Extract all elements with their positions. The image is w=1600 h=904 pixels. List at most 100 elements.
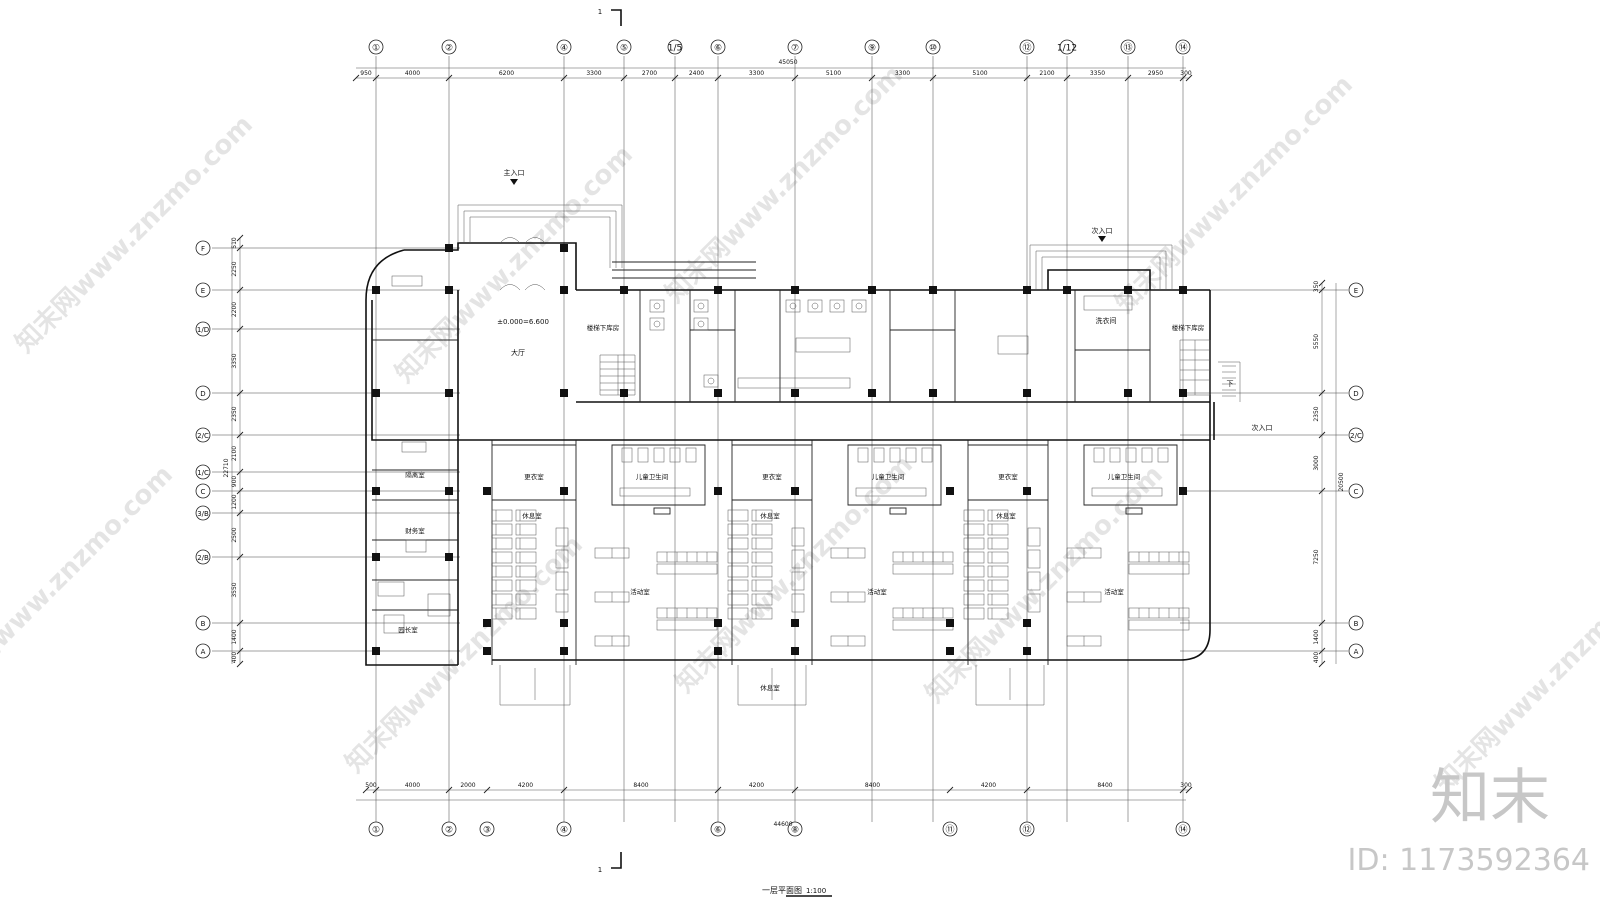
wash-basin-counter [1091, 487, 1163, 497]
axis-bubble-bottom [787, 821, 803, 837]
top-dim-label: 2400 [689, 70, 704, 77]
structural-column [560, 244, 568, 252]
side-entrance-steps [1218, 361, 1241, 402]
right-dim-label: 350 [1313, 281, 1320, 293]
top-dim-tick [1179, 74, 1187, 82]
activity-table [1128, 619, 1190, 631]
furniture-layer [377, 275, 1190, 647]
axis-bubble-left [195, 615, 211, 631]
axis-bubble-top [1019, 39, 1035, 55]
toilet-stall [637, 447, 649, 463]
axis-label-bottom: ⑪ [945, 825, 954, 836]
axis-label-bottom: ⑥ [714, 826, 722, 836]
top-total-dimension: 45050 [778, 59, 797, 66]
bottom-dim-label: 8400 [865, 782, 880, 789]
bed [751, 523, 773, 536]
kitchen-counter [737, 377, 851, 389]
fixture [693, 317, 709, 331]
right-dim-label: 2350 [1313, 406, 1320, 421]
axis-label-bottom: ① [372, 826, 380, 836]
right-dim-label: 5550 [1313, 334, 1320, 349]
left-dim-tick [236, 468, 244, 476]
left-dim-label: 1200 [231, 494, 238, 509]
office-desk [377, 581, 405, 597]
bottom-dim-tick [1185, 786, 1193, 794]
fixture [785, 299, 801, 313]
structural-column [868, 286, 876, 294]
fixture [851, 299, 867, 313]
structural-column [1179, 286, 1187, 294]
axis-label-left: 3/B [197, 510, 209, 518]
axis-bubble-top [368, 39, 384, 55]
top-dim-label: 3300 [749, 70, 764, 77]
fixture-bowl [833, 302, 841, 310]
main-entrance-label: 主入口 [504, 168, 525, 177]
shower-tray [653, 507, 671, 515]
site-watermark: 知末网www.znzmo.com [0, 460, 179, 709]
bed [751, 551, 773, 564]
fixture-bowl [855, 302, 863, 310]
bed [491, 537, 513, 550]
top-dim-tick [714, 74, 722, 82]
bottom-total-dimension: 44600 [773, 821, 792, 828]
structural-column [929, 389, 937, 397]
axis-bubble-bottom [710, 821, 726, 837]
room-changing-2: 更衣室 [762, 472, 782, 481]
structural-column [714, 389, 722, 397]
bed [963, 607, 985, 620]
bottom-dim-label: 300 [1180, 782, 1192, 789]
bed [515, 579, 537, 592]
axis-label-right: B [1354, 620, 1359, 628]
top-dim-tick [929, 74, 937, 82]
structural-column [714, 286, 722, 294]
top-dim-label: 2700 [642, 70, 657, 77]
bed [491, 593, 513, 606]
top-dim-tick [1063, 74, 1071, 82]
left-dim-label: 400 [231, 652, 238, 664]
top-dim-tick [445, 74, 453, 82]
left-dim-tick [236, 286, 244, 294]
room-rest-3: 休息室 [996, 511, 1016, 520]
left-dim-label: 2100 [231, 446, 238, 461]
top-dim-label: 2950 [1148, 70, 1163, 77]
section-mark-bottom: 1 [598, 852, 622, 874]
axis-bubble-bottom [556, 821, 572, 837]
structural-column [372, 286, 380, 294]
room-finance: 财务室 [405, 526, 425, 535]
axis-label-top: ⑩ [929, 44, 937, 54]
structural-column [372, 553, 380, 561]
right-dim-label: 1400 [1313, 629, 1320, 644]
axis-bubble-left [195, 427, 211, 443]
bottom-dim-label: 500 [365, 782, 377, 789]
right-dim-tick [1318, 660, 1326, 668]
axis-label-left: 2/C [197, 432, 209, 440]
axis-bubble-left [195, 385, 211, 401]
secondary-entrance-label-top: 次入口 [1092, 226, 1113, 235]
axis-label-top: ② [445, 44, 453, 54]
right-dim-label: 7250 [1313, 549, 1320, 564]
toilet-stall [921, 447, 933, 463]
axis-bubble-right [1348, 483, 1364, 499]
toilet-stall [1157, 447, 1169, 463]
right-dim-tick [1318, 487, 1326, 495]
bed [515, 537, 537, 550]
axis-bubble-right [1348, 643, 1364, 659]
axis-label-top: 1/12 [1057, 44, 1077, 54]
top-dim-tick [1023, 74, 1031, 82]
office-desk [405, 539, 427, 553]
washing-machines [1083, 295, 1133, 311]
toilet-stall [621, 447, 633, 463]
fixture-bowl [707, 377, 715, 385]
bed [751, 607, 773, 620]
activity-table [656, 619, 718, 631]
axis-bubble-right [1348, 282, 1364, 298]
bed [791, 571, 805, 591]
left-dim-tick [236, 553, 244, 561]
stair-right [1179, 339, 1211, 396]
main-entrance-canopy [457, 204, 756, 291]
axis-label-right: 2/C [1350, 432, 1362, 440]
axis-bubble-left [195, 549, 211, 565]
elevation-note: ±0.000=6.600 [497, 318, 549, 326]
